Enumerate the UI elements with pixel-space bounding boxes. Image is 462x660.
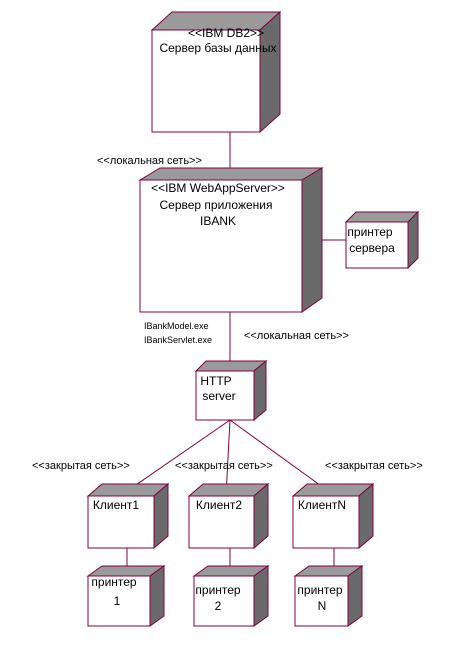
server-printer-line2: сервера — [349, 241, 395, 255]
http-server-line1: HTTP — [200, 374, 231, 388]
edge-label-db-app: <<локальная сеть>> — [97, 155, 202, 167]
app-server-name-line2: IBANK — [200, 214, 236, 228]
client1-node: Клиент1 — [86, 482, 170, 550]
db-server-node: <<IBM DB2>> Сервер базы данных — [150, 10, 282, 134]
edge-http-client2 — [225, 419, 231, 497]
app-server-node: <<IBM WebAppServer>> Сервер приложения I… — [138, 167, 324, 313]
printerN-line1: принтер — [297, 583, 343, 597]
printer2-line2: 2 — [215, 599, 222, 613]
edge-label-http-clientN: <<закрытая сеть>> — [325, 460, 423, 472]
edge-http-clientN — [229, 419, 336, 497]
edge-http-client1 — [119, 419, 231, 497]
printerN-node: принтер N — [293, 565, 364, 627]
app-server-name-line1: Сервер приложения — [159, 198, 272, 212]
edge-label-http-client2: <<закрытая сеть>> — [175, 460, 273, 472]
http-server-line2: server — [202, 389, 235, 403]
printer2-node: принтер 2 — [192, 565, 270, 627]
edge-label-http-client1: <<закрытая сеть>> — [32, 460, 130, 472]
artifact-ibank-model: IBankModel.exe — [144, 321, 209, 331]
db-server-stereotype: <<IBM DB2>> — [188, 26, 264, 40]
http-server-node: HTTP server — [194, 359, 268, 422]
clientN-name: КлиентN — [298, 498, 346, 512]
client2-node: Клиент2 — [187, 482, 270, 550]
db-server-name: Сервер базы данных — [159, 41, 276, 55]
server-printer-node: принтер сервера — [344, 210, 420, 270]
app-server-stereotype: <<IBM WebAppServer>> — [151, 181, 285, 195]
client1-name: Клиент1 — [93, 498, 139, 512]
printer2-line1: принтер — [195, 583, 241, 597]
connections — [119, 132, 348, 575]
client2-name: Клиент2 — [196, 498, 242, 512]
printerN-line2: N — [318, 599, 327, 613]
server-printer-line1: принтер — [347, 225, 393, 239]
clientN-node: КлиентN — [291, 482, 375, 550]
printer1-node: принтер 1 — [86, 565, 166, 627]
printer1-line1: принтер — [91, 575, 137, 589]
printer1-line2: 1 — [114, 594, 121, 608]
edge-label-app-http: <<локальная сеть>> — [244, 330, 349, 342]
artifact-ibank-servlet: IBankServlet.exe — [144, 335, 212, 345]
